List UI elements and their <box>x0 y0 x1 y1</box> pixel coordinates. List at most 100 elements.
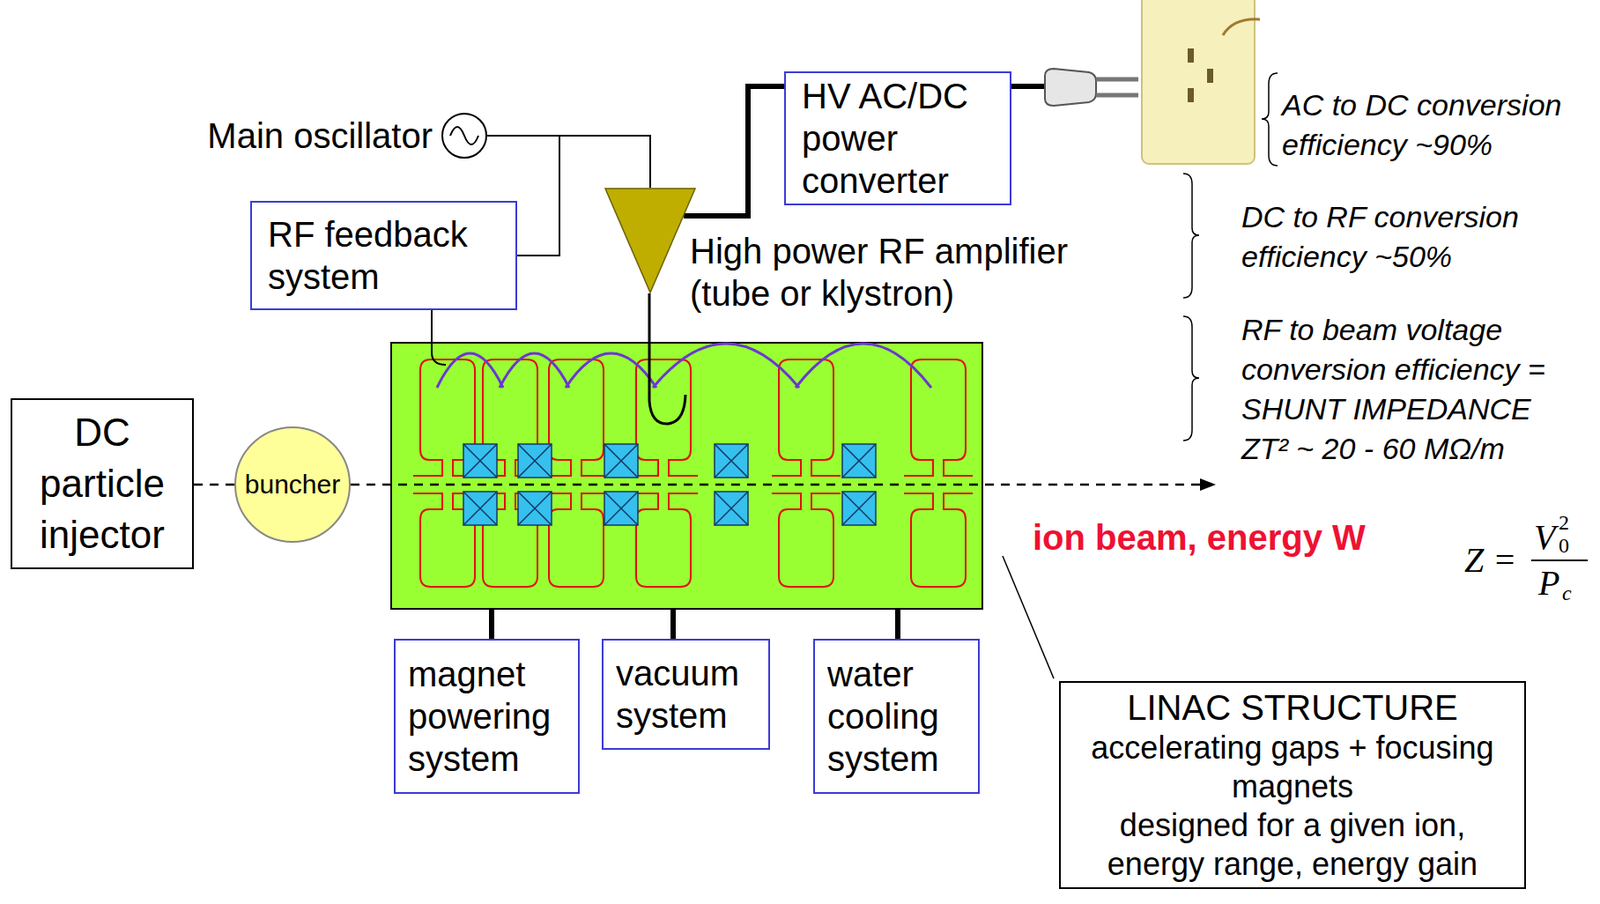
formula-part: 0 <box>1558 533 1570 557</box>
quadrupole-magnet <box>518 444 552 478</box>
injector-box: DC particle injector <box>10 398 194 570</box>
buncher-circle: buncher <box>234 426 351 543</box>
quadrupole-magnet <box>842 491 876 526</box>
magnet-cross <box>714 444 749 478</box>
coupling-link <box>795 343 932 388</box>
magnet-body <box>518 491 552 526</box>
beam-label: ion beam, energy W <box>1032 516 1366 559</box>
magnet-cross <box>463 444 497 478</box>
coupling-link <box>565 353 657 388</box>
beam-arrowhead <box>1200 478 1216 491</box>
subsystem-box: water cooling system <box>813 638 980 794</box>
amplifier-symbol: High power RF amplifier (tube or klystro… <box>604 187 697 294</box>
node-label: buncher <box>236 468 349 501</box>
magnet-body <box>463 444 497 478</box>
magnet-cross <box>842 491 876 526</box>
socket-hole <box>1187 88 1194 103</box>
node-label: High power RF amplifier (tube or klystro… <box>689 229 1104 315</box>
fraction-bar <box>1531 559 1588 562</box>
brace <box>1183 316 1200 441</box>
sine-wave <box>450 126 479 145</box>
magnet-cross <box>518 444 552 478</box>
cavity-outline <box>771 493 841 587</box>
magnet-body <box>842 444 876 478</box>
magnet-body <box>714 444 749 478</box>
formula-part: 2 <box>1558 511 1570 534</box>
node-text: designed for a given ion, energy range, … <box>1087 806 1498 884</box>
process-box: HV AC/DC power converter <box>784 71 1012 206</box>
quadrupole-magnet <box>604 444 638 478</box>
quadrupole-magnet <box>842 444 876 478</box>
socket-hole <box>1187 48 1194 63</box>
plug-pin <box>1096 93 1139 98</box>
magnet-body <box>604 491 638 526</box>
magnet-body <box>604 444 638 478</box>
power-line <box>683 86 785 216</box>
magnet-body <box>463 491 497 526</box>
coupling-link <box>437 353 504 388</box>
cavity-outline <box>903 359 973 476</box>
beam-line <box>350 483 1200 487</box>
magnet-body <box>518 444 552 478</box>
rf-feed-loop <box>649 293 686 424</box>
pickup-wire <box>431 310 446 365</box>
quadrupole-magnet <box>518 491 552 526</box>
formula-part: c <box>1562 581 1572 605</box>
coupling-link <box>652 343 800 388</box>
support-link <box>670 608 676 639</box>
linac-tank <box>391 342 983 609</box>
note-box: LINAC STRUCTUREaccelerating gaps + focus… <box>1059 681 1526 889</box>
node-label: RF feedback system <box>267 213 504 298</box>
cavity-outline <box>903 493 973 587</box>
magnet-cross <box>463 491 497 526</box>
leader-line <box>1002 555 1054 679</box>
formula-part: P <box>1538 563 1560 603</box>
node-label: Main oscillator <box>207 114 433 157</box>
magnet-cross <box>842 444 876 478</box>
magnet-cross <box>604 444 638 478</box>
node-label: water cooling system <box>827 652 970 780</box>
node-label: magnet powering system <box>407 652 570 780</box>
brace <box>1183 173 1200 298</box>
efficiency-note: RF to beam voltage conversion efficiency… <box>1241 310 1577 469</box>
formula-part: Z = <box>1464 539 1517 582</box>
quadrupole-magnet <box>604 491 638 526</box>
cavity-outline <box>629 493 698 587</box>
magnet-cross <box>714 491 749 526</box>
wall-socket <box>1141 0 1255 164</box>
subsystem-box: vacuum system <box>601 638 771 750</box>
formula-part: V <box>1533 518 1556 557</box>
plug <box>1044 68 1097 106</box>
support-link <box>488 608 495 639</box>
quadrupole-magnet <box>463 444 497 478</box>
oscillator-symbol: Main oscillator <box>441 112 488 159</box>
magnet-cross <box>518 491 552 526</box>
quadrupole-magnet <box>714 491 749 526</box>
coupling-link <box>499 353 570 388</box>
magnet-cross <box>604 491 638 526</box>
signal-wire <box>487 135 651 188</box>
node-label: HV AC/DC power converter <box>801 74 998 202</box>
node-label: LINAC STRUCTURE <box>1087 686 1498 729</box>
magnet-body <box>714 491 749 526</box>
process-box: RF feedback system <box>250 200 518 311</box>
quadrupole-magnet <box>714 444 749 478</box>
amplifier-triangle <box>605 188 696 293</box>
beam-line <box>193 483 235 487</box>
cavity-group <box>413 343 973 587</box>
quadrupole-magnet <box>463 491 497 526</box>
ground-wire <box>1222 19 1260 36</box>
magnet-body <box>842 491 876 526</box>
node-text: accelerating gaps + focusing magnets <box>1087 728 1498 807</box>
node-label: DC particle injector <box>21 407 184 561</box>
efficiency-note: AC to DC conversion efficiency ~90% <box>1281 85 1593 165</box>
amplifier-graphic <box>604 187 697 294</box>
power-cord <box>1011 83 1047 89</box>
socket-hole <box>1207 68 1214 83</box>
plug-pin <box>1096 77 1139 82</box>
node-label: vacuum system <box>615 651 760 737</box>
subsystem-box: magnet powering system <box>393 638 580 794</box>
brace <box>1261 73 1278 166</box>
efficiency-note: DC to RF conversion efficiency ~50% <box>1241 197 1577 277</box>
